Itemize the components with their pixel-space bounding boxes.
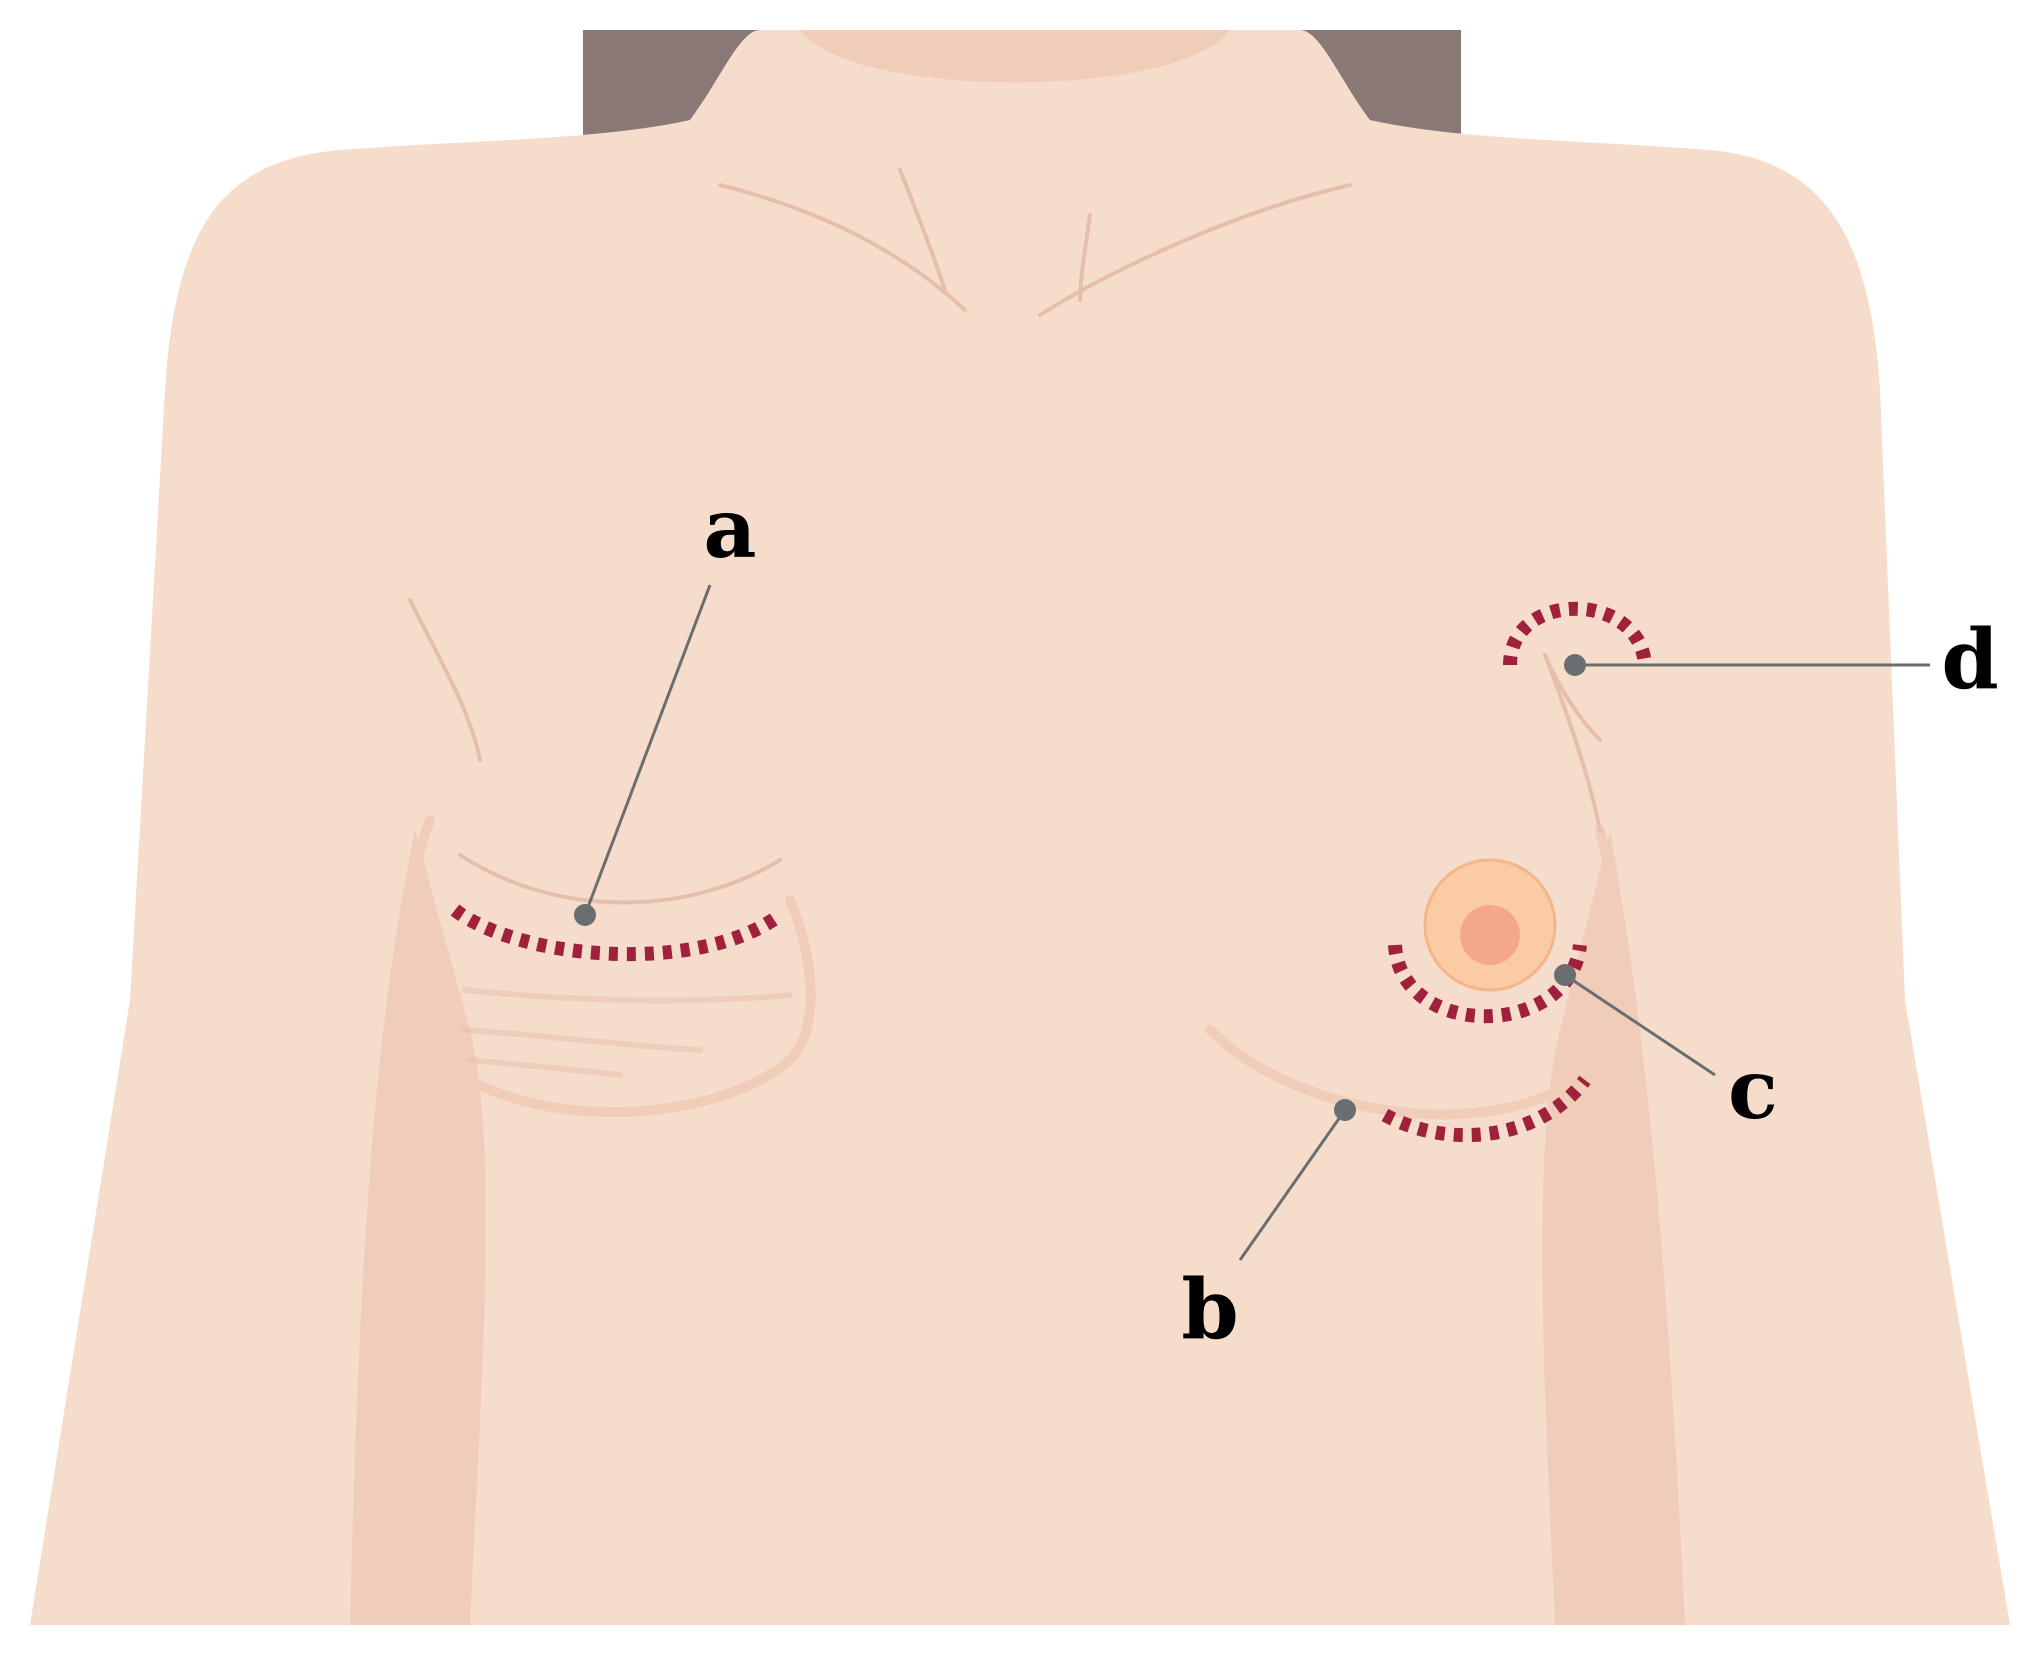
left-breast-fold-4 xyxy=(467,1057,623,1078)
nipple xyxy=(1460,905,1520,965)
right-breast xyxy=(1205,825,1620,1120)
label-c: c xyxy=(1728,1042,1778,1138)
chin-shadow xyxy=(800,30,1230,83)
left-arm-shadow xyxy=(350,830,486,1625)
leader-a xyxy=(583,584,712,916)
right-arm-shadow xyxy=(1542,830,1685,1625)
left-breast-fold-1 xyxy=(458,853,782,905)
left-breast-fold-2 xyxy=(462,987,793,1004)
clavicle-right xyxy=(1038,183,1352,317)
right-axilla-fold-2 xyxy=(1543,653,1602,742)
clavicle-left xyxy=(718,183,967,312)
leader-dot-c xyxy=(1554,964,1576,986)
leader-dot-b xyxy=(1334,1099,1356,1121)
incision-d-axillary xyxy=(1503,601,1652,666)
label-d: d xyxy=(1941,612,1998,708)
label-b: b xyxy=(1181,1262,1238,1358)
bottom-margin xyxy=(0,1625,2033,1676)
leader-dot-d xyxy=(1564,654,1586,676)
incision-b-inframammary xyxy=(1381,1075,1591,1143)
torso xyxy=(30,30,2010,1625)
leader-dot-a xyxy=(574,904,596,926)
leader-b xyxy=(1238,1109,1347,1261)
incision-a-transverse xyxy=(450,904,785,962)
label-a: a xyxy=(703,481,756,577)
clavicle-right-2 xyxy=(1078,213,1092,302)
left-breast-fold-3 xyxy=(462,1027,703,1053)
left-breast xyxy=(404,815,816,1117)
leader-c xyxy=(1564,973,1716,1077)
left-axilla-fold xyxy=(408,598,482,762)
clavicle-left-2 xyxy=(898,168,947,292)
